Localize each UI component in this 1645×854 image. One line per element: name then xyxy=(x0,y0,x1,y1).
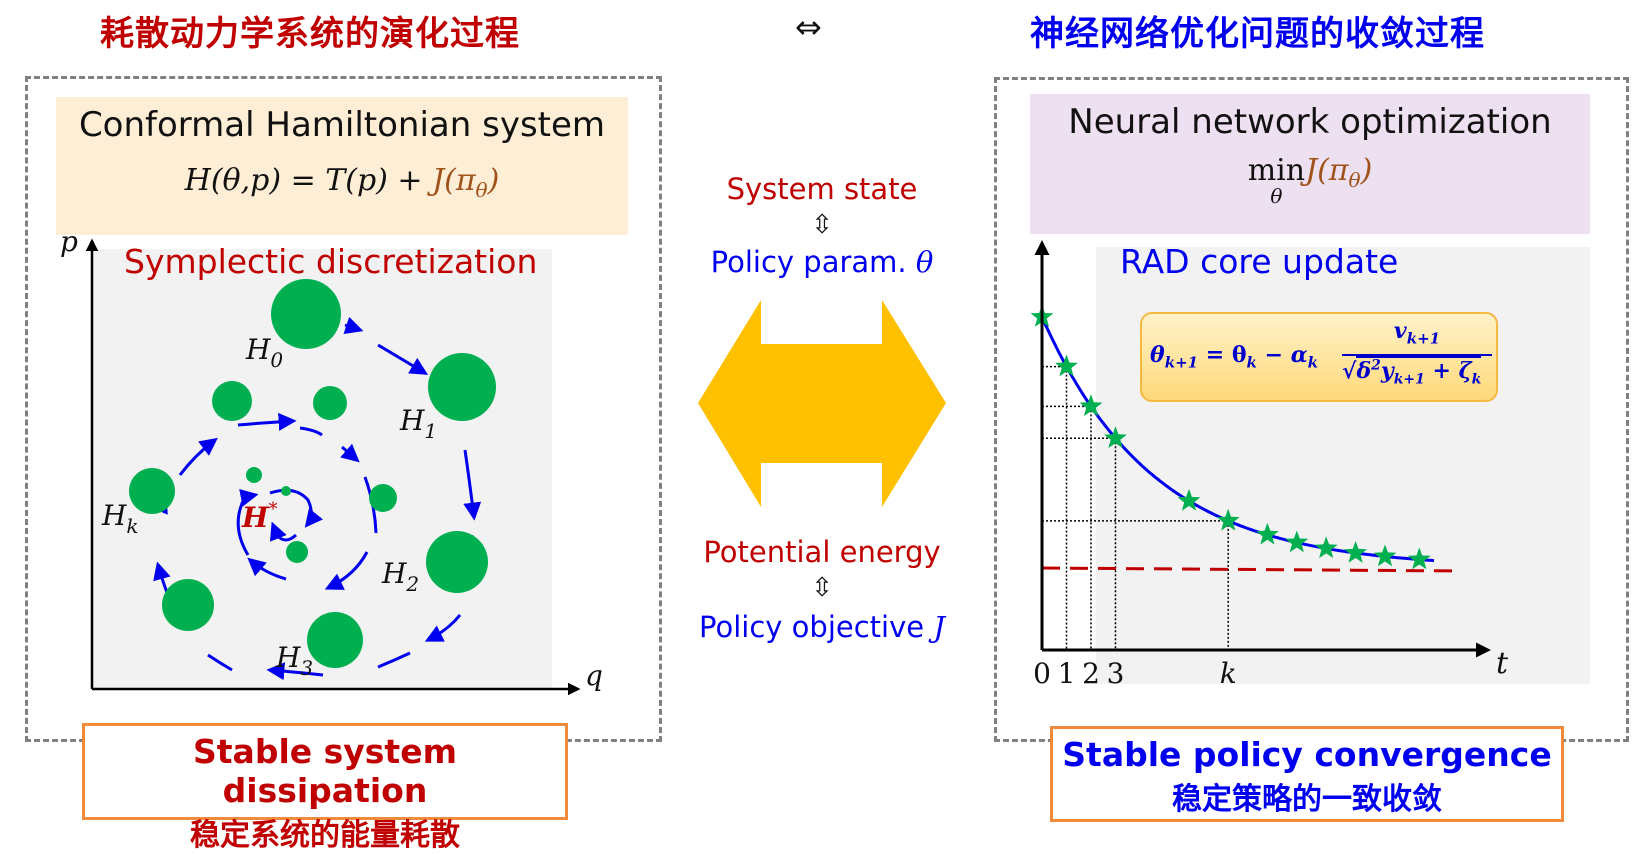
hamiltonian-header: Conformal Hamiltonian system H(θ,p) = T(… xyxy=(56,97,628,235)
label-h2: H2 xyxy=(381,557,419,596)
policy-objective-label: Policy objective J xyxy=(699,610,945,644)
min-subscript: θ xyxy=(1270,184,1283,208)
rad-update-formula: θk+1 = θk − αk vk+1 √δ2yk+1 + ζk xyxy=(1140,312,1498,402)
objective-curve xyxy=(1040,316,1435,563)
node-hk xyxy=(129,468,175,514)
p-axis-label: p xyxy=(60,235,78,258)
tick-t1: 1 xyxy=(1058,657,1076,690)
bidirectional-arrow-icon xyxy=(698,300,946,507)
t-axis-label: t xyxy=(1496,646,1509,681)
convergence-result-cn: 稳定策略的一致收敛 xyxy=(1172,782,1442,817)
node-h0 xyxy=(271,279,341,349)
node-10 xyxy=(281,486,291,496)
hamiltonian-title: Conformal Hamiltonian system xyxy=(78,105,606,145)
optimization-header: Neural network optimization min θ J(πθ) xyxy=(1030,94,1590,234)
iterate-star xyxy=(1285,530,1309,553)
objective-sub: θ xyxy=(1348,168,1361,192)
iterate-star xyxy=(1216,508,1240,531)
convergence-result-box: Stable policy convergence 稳定策略的一致收敛 xyxy=(1050,726,1564,822)
updown-arrow-icon-top: ⇳ xyxy=(811,210,833,240)
equation-close: ) xyxy=(487,163,500,198)
label-h-star: H* xyxy=(241,499,277,534)
tick-t0: 0 xyxy=(1033,657,1051,690)
label-h1: H1 xyxy=(399,404,437,443)
min-operator: min xyxy=(1247,153,1306,188)
guide-lines xyxy=(1042,365,1229,650)
policy-param-label: Policy param. θ xyxy=(710,245,934,279)
energy-nodes xyxy=(129,279,496,668)
dissipation-result-cn: 稳定系统的能量耗散 xyxy=(190,818,460,853)
symplectic-title: Symplectic discretization xyxy=(124,242,537,281)
optimization-title: Neural network optimization xyxy=(1068,102,1552,142)
iterate-star xyxy=(1177,488,1201,511)
right-title: 神经网络优化问题的收敛过程 xyxy=(1030,14,1485,54)
node-5 xyxy=(212,381,252,421)
tick-tk: k xyxy=(1220,657,1237,690)
potential-energy-label: Potential energy xyxy=(703,535,941,569)
phase-space-plot: p q Symplectic discretization H0 H1 H2 H… xyxy=(60,235,603,696)
optimization-equation: min θ J(πθ) xyxy=(1030,153,1590,208)
equivalence-icon: ⇔ xyxy=(795,8,822,46)
node-7 xyxy=(369,484,397,512)
label-h3: H3 xyxy=(275,641,313,680)
rad-title: RAD core update xyxy=(1120,242,1398,281)
objective-symbol: J(π xyxy=(1305,153,1349,188)
label-hk: Hk xyxy=(101,499,139,538)
convergence-plot: J t RAD core update J0 J1 J2 J3 Jk J* 0 … xyxy=(1030,240,1590,690)
node-h1 xyxy=(428,353,496,421)
tick-t3: 3 xyxy=(1107,657,1125,690)
optimum-line xyxy=(1041,566,1463,573)
iterate-star xyxy=(1256,522,1279,545)
node-8 xyxy=(286,541,308,563)
iterate-star xyxy=(1373,544,1397,567)
dissipation-result-en: Stable system dissipation xyxy=(193,732,457,810)
dissipation-result-box: Stable system dissipation 稳定系统的能量耗散 xyxy=(82,723,568,853)
equation-lhs: H(θ,p) = T(p) + xyxy=(184,163,433,198)
iterate-star xyxy=(1314,536,1338,559)
node-h2 xyxy=(426,531,488,593)
objective-close: ) xyxy=(1360,153,1373,188)
convergence-result-en: Stable policy convergence xyxy=(1062,735,1552,774)
node-h4 xyxy=(162,579,214,631)
iterate-star xyxy=(1344,541,1367,563)
label-h0: H0 xyxy=(245,333,283,372)
equation-objective-sub: θ xyxy=(475,178,488,202)
iterate-star xyxy=(1104,426,1127,448)
node-h3 xyxy=(307,612,363,668)
q-axis-label: q xyxy=(585,659,603,692)
left-title: 耗散动力学系统的演化过程 xyxy=(100,14,520,54)
equation-objective: J(π xyxy=(432,163,476,198)
tick-t2: 2 xyxy=(1082,657,1100,690)
system-state-label: System state xyxy=(726,172,918,206)
node-6 xyxy=(313,386,347,420)
iterate-star xyxy=(1079,394,1103,417)
iterate-stars xyxy=(1030,305,1431,570)
updown-arrow-icon-bottom: ⇳ xyxy=(811,573,833,603)
hamiltonian-equation: H(θ,p) = T(p) + J(πθ) xyxy=(56,163,628,202)
iterate-star xyxy=(1407,547,1431,570)
iterate-star xyxy=(1055,354,1078,377)
node-9 xyxy=(246,467,262,483)
